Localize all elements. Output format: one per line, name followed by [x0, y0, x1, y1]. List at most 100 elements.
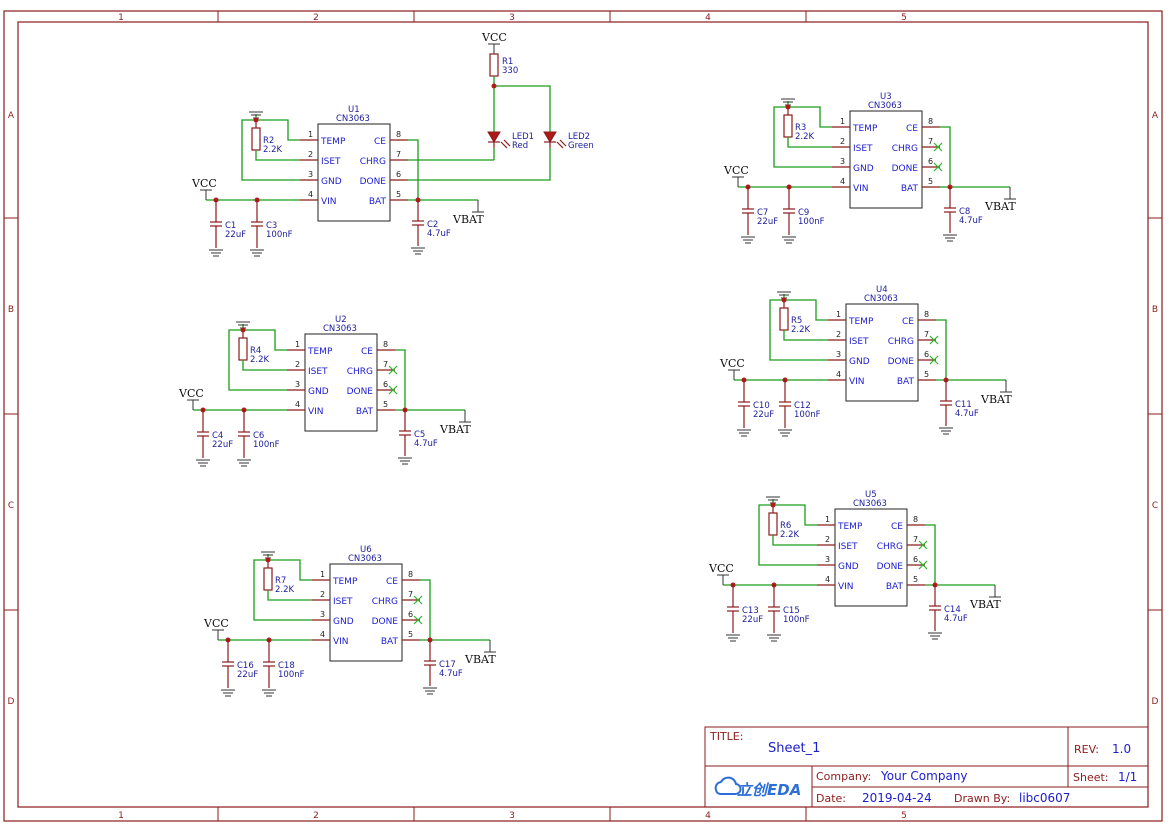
pin-name: VIN [321, 197, 337, 207]
vcc-net-label: VCC [191, 177, 217, 190]
no-connect-mark [929, 355, 939, 365]
rev-value: 1.0 [1112, 742, 1131, 756]
chip-body [317, 123, 391, 222]
capacitor-value: 22uF [237, 670, 258, 680]
no-connect-mark [918, 540, 928, 550]
pin-number: 8 [383, 340, 388, 349]
capacitor-value: 4.7uF [955, 409, 979, 419]
pin-name: ISET [849, 337, 869, 347]
chip-ref: U6 [360, 545, 372, 555]
pin-name: DONE [888, 357, 915, 367]
pin-name: GND [321, 177, 342, 187]
capacitor-value: 22uF [212, 440, 233, 450]
chip-part: CN3063 [853, 499, 887, 509]
junction-dot [770, 502, 776, 508]
chip-ref: U5 [865, 490, 877, 500]
pin-number: 5 [408, 630, 413, 639]
zone-row-left: A [8, 111, 15, 121]
pin-number: 1 [308, 130, 313, 139]
pin-name: DONE [347, 387, 374, 397]
wire [395, 349, 406, 410]
zone-col-top: 2 [313, 13, 319, 23]
junction-dot [781, 297, 787, 303]
pin-name: BAT [897, 377, 915, 387]
wire [940, 126, 951, 187]
resistor [768, 512, 778, 536]
pin-name: ISET [333, 597, 353, 607]
resistor [251, 127, 261, 151]
resistor-value: 2.2K [780, 530, 800, 540]
resistor-ref: R6 [780, 521, 791, 531]
drawn-by-value: libc0607 [1019, 791, 1070, 805]
capacitor-value: 100nF [253, 440, 280, 450]
resistor-ref: R4 [250, 346, 261, 356]
wire [408, 148, 551, 181]
charger-u3: U3CN30631TEMP8CE2ISET7CHRG3GND6DONE4VIN5… [723, 92, 1016, 244]
capacitor-ref: C11 [955, 400, 972, 410]
led-arrow [559, 139, 567, 147]
sheet-number: 1/1 [1118, 770, 1137, 784]
pin-number: 5 [924, 370, 929, 379]
company-label: Company: [816, 770, 871, 783]
vbat-net-label: VBAT [980, 393, 1012, 406]
chip-body [304, 333, 378, 432]
led-color: Red [512, 141, 528, 151]
pin-number: 1 [295, 340, 300, 349]
pin-number: 6 [408, 610, 413, 619]
vbat-net-label: VBAT [464, 653, 496, 666]
zone-col-top: 5 [901, 13, 907, 23]
pin-name: CE [361, 347, 373, 357]
vbat-net-label: VBAT [439, 423, 471, 436]
pin-name: VIN [838, 582, 854, 592]
led-ref: LED2 [568, 132, 590, 142]
wire [925, 524, 936, 585]
wire [787, 137, 832, 148]
pin-name: BAT [381, 637, 399, 647]
zone-row-right: C [1152, 501, 1158, 511]
pin-number: 6 [396, 170, 401, 179]
wire [936, 319, 947, 380]
pin-name: ISET [838, 542, 858, 552]
pin-name: CE [906, 124, 918, 134]
pin-name: CHRG [360, 157, 386, 167]
zone-row-right: B [1152, 305, 1158, 315]
wire [267, 590, 312, 601]
pin-name: CHRG [888, 337, 914, 347]
pin-number: 4 [320, 630, 325, 639]
capacitor-value: 4.7uF [944, 614, 968, 624]
pin-name: CE [891, 522, 903, 532]
pin-number: 6 [924, 350, 929, 359]
capacitor-ref: C18 [278, 661, 295, 671]
wire [255, 150, 300, 161]
resistor-ref: R5 [791, 316, 802, 326]
sheet-title: Sheet_1 [768, 741, 820, 756]
no-connect-mark [918, 560, 928, 570]
capacitor-ref: C10 [753, 401, 770, 411]
capacitor-value: 4.7uF [427, 229, 451, 239]
vcc-net-label: VCC [178, 387, 204, 400]
pin-number: 7 [913, 535, 918, 544]
zone-col-bottom: 3 [509, 811, 515, 821]
junction-dot [240, 327, 246, 333]
no-connect-mark [388, 365, 398, 375]
capacitor-value: 100nF [798, 217, 825, 227]
pin-number: 1 [840, 117, 845, 126]
resistor-value: 2.2K [275, 585, 295, 595]
chip-part: CN3063 [323, 324, 357, 334]
pin-number: 8 [396, 130, 401, 139]
resistor [489, 53, 499, 77]
capacitor-ref: C1 [225, 221, 236, 231]
capacitor-value: 4.7uF [414, 439, 438, 449]
capacitor-ref: C8 [959, 207, 970, 217]
wire [241, 119, 300, 181]
pin-name: CE [386, 577, 398, 587]
zone-col-top: 1 [118, 13, 124, 23]
capacitor-ref: C14 [944, 605, 961, 615]
pin-name: CHRG [372, 597, 398, 607]
pin-name: TEMP [852, 124, 878, 134]
wire [784, 299, 828, 321]
resistor-value: 2.2K [791, 325, 811, 335]
pin-number: 2 [836, 330, 841, 339]
